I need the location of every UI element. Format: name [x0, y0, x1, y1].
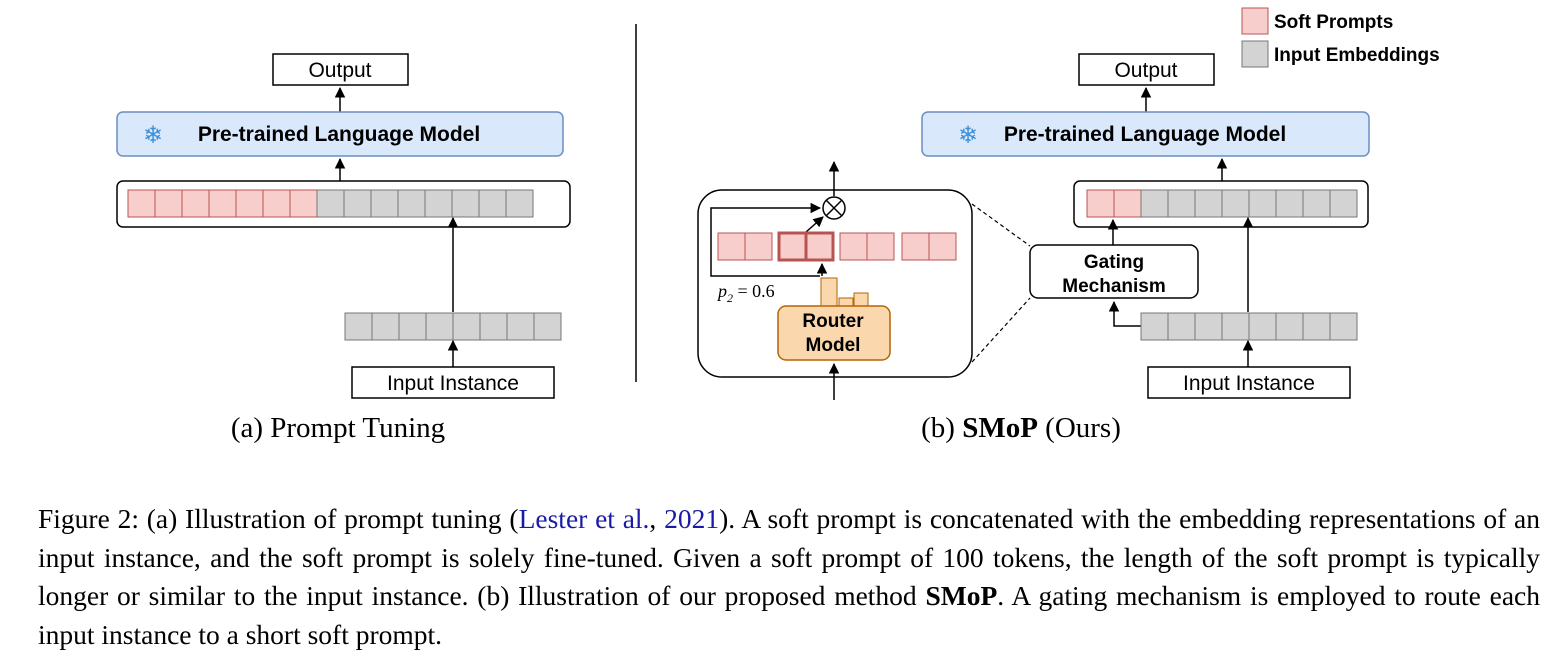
snowflake-icon: ❄: [958, 122, 978, 149]
emb-a-embedding-cell: [425, 312, 454, 341]
circled-times-icon: [822, 196, 846, 220]
emb-b-embedding-cell: [1221, 312, 1250, 341]
seq-b-embedding-cell: [1275, 189, 1304, 218]
seq-a-embedding-cell: [424, 189, 453, 218]
caption-figure-label: Figure 2:: [38, 503, 139, 534]
emb-b-embedding-cell: [1302, 312, 1331, 341]
arrow-embeddings-to-gating: [1108, 300, 1141, 327]
router-label-line1: Router: [802, 311, 864, 332]
panel-b: p2 = 0.6 Router Model Output ❄ Pre-train…: [697, 53, 1370, 444]
output-box-b: [1078, 53, 1215, 86]
citation-link[interactable]: Lester et al., 2021: [518, 503, 720, 534]
prompt-group-4-soft-prompt-cell: [901, 232, 930, 261]
arrow-selected-to-multiply: [805, 216, 824, 233]
emb-a-embedding-cell: [533, 312, 562, 341]
emb-a-embedding-cell: [506, 312, 535, 341]
seq-b-soft-prompt-cell: [1086, 189, 1115, 218]
emb-a-embedding-cell: [452, 312, 481, 341]
emb-b-embedding-cell: [1248, 312, 1277, 341]
seq-b-embedding-cell: [1302, 189, 1331, 218]
legend-swatch-input-embeddings: [1241, 40, 1269, 68]
seq-a-embedding-cell: [343, 189, 372, 218]
input-embeddings-b: [1140, 312, 1358, 341]
seq-b-embedding-cell: [1194, 189, 1223, 218]
seq-b-embedding-cell: [1329, 189, 1358, 218]
emb-b-embedding-cell: [1329, 312, 1358, 341]
input-instance-box-b: [1147, 366, 1351, 399]
panel-a: Output ❄ Pre-trained Language Model Inpu…: [116, 53, 571, 444]
zoom-line-bottom: [971, 297, 1031, 363]
input-instance-label-b: Input Instance: [1183, 372, 1315, 395]
emb-b-embedding-cell: [1194, 312, 1223, 341]
seq-a-embedding-cell: [505, 189, 534, 218]
input-instance-box-a: [351, 366, 555, 399]
emb-a-embedding-cell: [398, 312, 427, 341]
legend-label-soft-prompts: Soft Prompts: [1274, 12, 1393, 33]
router-model-box: [777, 305, 891, 361]
plm-box-b: [921, 111, 1370, 157]
output-label-a: Output: [308, 59, 371, 82]
probability-label: p2 = 0.6: [716, 281, 775, 305]
seq-a-embedding-cell: [397, 189, 426, 218]
emb-a-embedding-cell: [479, 312, 508, 341]
soft-prompt-pool: [717, 231, 957, 262]
legend-label-input-embeddings: Input Embeddings: [1274, 45, 1440, 66]
plm-box-a: [116, 111, 564, 157]
prompt-group-1-soft-prompt-cell: [717, 232, 746, 261]
figure-caption: Figure 2: (a) Illustration of prompt tun…: [38, 500, 1540, 654]
seq-a-soft-prompt-cell: [181, 189, 210, 218]
router-label-line2: Model: [806, 335, 861, 356]
prompt-group-3-soft-prompt-cell: [866, 232, 895, 261]
caption-part3: . A gating mechanism is employed to rout…: [38, 580, 1540, 650]
plm-label-b: Pre-trained Language Model: [1004, 123, 1286, 146]
caption-part1: (a) Illustration of prompt tuning (: [138, 503, 519, 534]
emb-a-embedding-cell: [371, 312, 400, 341]
seq-b-embedding-cell: [1248, 189, 1277, 218]
token-sequence-b: [1086, 189, 1358, 218]
emb-a-embedding-cell: [344, 312, 373, 341]
output-box-a: [272, 53, 409, 86]
seq-a-soft-prompt-cell: [235, 189, 264, 218]
seq-a-embedding-cell: [478, 189, 507, 218]
seq-a-soft-prompt-cell: [208, 189, 237, 218]
prompt-group-2-soft-prompt-cell: [778, 232, 807, 261]
zoom-line-top: [971, 203, 1031, 247]
gating-label-line1: Gating: [1084, 252, 1144, 273]
token-sequence-a: [127, 189, 534, 218]
subcaption-b: (b) SMoP (Ours): [921, 412, 1121, 444]
figure-diagram: Soft Prompts Input Embeddings Output ❄ P…: [116, 7, 1440, 444]
emb-b-embedding-cell: [1275, 312, 1304, 341]
seq-a-embedding-cell: [451, 189, 480, 218]
seq-a-embedding-cell: [316, 189, 345, 218]
plm-label-a: Pre-trained Language Model: [198, 123, 480, 146]
snowflake-icon: ❄: [143, 122, 163, 149]
seq-a-soft-prompt-cell: [154, 189, 183, 218]
router-score-bars: [820, 277, 869, 307]
input-embeddings-a: [344, 312, 562, 341]
seq-b-embedding-cell: [1167, 189, 1196, 218]
seq-b-embedding-cell: [1140, 189, 1169, 218]
seq-a-soft-prompt-cell: [127, 189, 156, 218]
seq-a-soft-prompt-cell: [289, 189, 318, 218]
seq-b-embedding-cell: [1221, 189, 1250, 218]
gating-mechanism-box: [1029, 244, 1199, 299]
seq-a-embedding-cell: [370, 189, 399, 218]
legend: Soft Prompts Input Embeddings: [1241, 7, 1440, 68]
prompt-group-2-soft-prompt-cell: [805, 232, 834, 261]
prompt-group-4-soft-prompt-cell: [928, 232, 957, 261]
input-instance-label-a: Input Instance: [387, 372, 519, 395]
emb-b-embedding-cell: [1140, 312, 1169, 341]
seq-b-soft-prompt-cell: [1113, 189, 1142, 218]
legend-swatch-soft-prompts: [1241, 7, 1269, 35]
gating-label-line2: Mechanism: [1062, 276, 1165, 297]
caption-method-name: SMoP: [925, 580, 998, 611]
output-label-b: Output: [1114, 59, 1177, 82]
prompt-group-1-soft-prompt-cell: [744, 232, 773, 261]
prompt-group-3-soft-prompt-cell: [839, 232, 868, 261]
caption-part2: ). A soft prompt is concatenated with th…: [38, 503, 1540, 611]
emb-b-embedding-cell: [1167, 312, 1196, 341]
probability-path: [710, 202, 822, 277]
seq-a-soft-prompt-cell: [262, 189, 291, 218]
subcaption-a: (a) Prompt Tuning: [231, 412, 445, 444]
